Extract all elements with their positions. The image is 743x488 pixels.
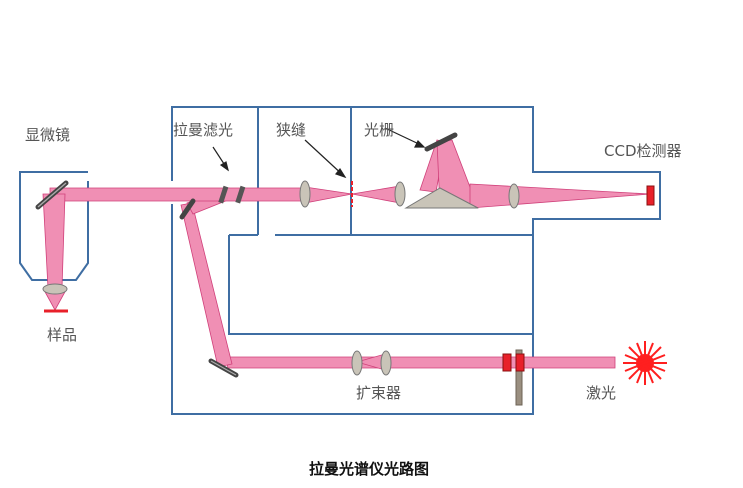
fold-mirror-upper xyxy=(179,198,196,220)
grating-label: 光栅 xyxy=(364,121,394,139)
instrument-housing xyxy=(19,106,661,415)
optical-components xyxy=(35,132,667,406)
sample-label: 样品 xyxy=(47,326,77,344)
expander-lens-left xyxy=(351,350,363,376)
microscope-label: 显微镜 xyxy=(25,126,70,144)
raman-filter-left xyxy=(218,185,229,204)
main-housing-outline xyxy=(171,106,661,415)
slit-input-lens xyxy=(299,180,311,208)
laser-filter-left xyxy=(502,353,512,372)
inner-housing-outline xyxy=(228,235,533,335)
grating-mirror xyxy=(424,132,458,152)
ccd-detector xyxy=(646,185,655,206)
expander-lens-right xyxy=(380,350,392,376)
label-pointers xyxy=(212,127,426,179)
laser-input-beam xyxy=(224,356,616,369)
ccd-detector-label: CCD检测器 xyxy=(604,142,682,160)
beam-expander-label: 扩束器 xyxy=(356,384,401,402)
laser-source-icon xyxy=(623,341,667,385)
grating-input-lens xyxy=(394,181,406,207)
slit-label: 狭缝 xyxy=(276,121,306,139)
microscope-vertical-beam xyxy=(42,193,66,289)
objective-lens xyxy=(42,283,68,295)
raman-filter-label: 拉曼滤光 xyxy=(173,121,233,139)
diagonal-beam xyxy=(180,202,233,368)
laser-label: 激光 xyxy=(586,384,616,402)
microscope-body xyxy=(19,171,89,281)
slit-converging-beam xyxy=(304,186,353,204)
beam-paths xyxy=(42,139,651,371)
raman-filter-right xyxy=(235,185,246,204)
detector-converging-beam xyxy=(469,183,651,209)
diagram-caption: 拉曼光谱仪光路图 xyxy=(309,460,429,478)
text-labels: 显微镜 拉曼滤光 狭缝 光栅 CCD检测器 样品 扩束器 激光 拉曼光谱仪光路图 xyxy=(25,121,682,478)
microscope-horizontal-beam xyxy=(49,187,306,202)
grating-pointer xyxy=(384,127,422,146)
laser-filter-right xyxy=(515,353,525,372)
detector-lens xyxy=(508,183,520,209)
grating-prism xyxy=(404,187,479,209)
slit-diverging-beam xyxy=(351,185,401,204)
filter-post xyxy=(515,349,523,406)
